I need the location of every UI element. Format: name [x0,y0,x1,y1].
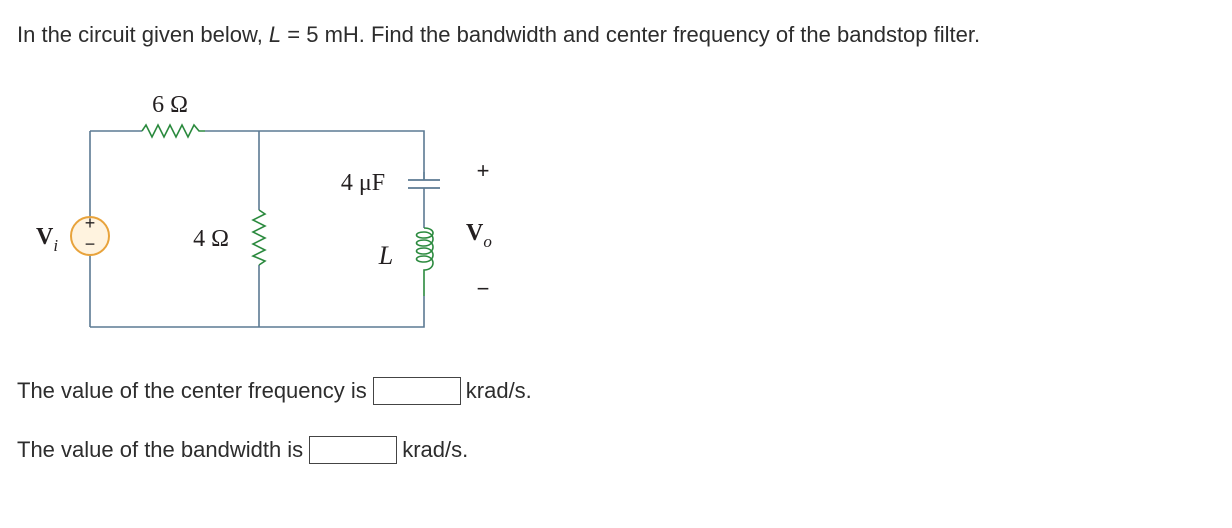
center-frequency-prompt: The value of the center frequency is [17,378,367,403]
circuit-wires [89,130,425,328]
output-plus-sign: + [477,158,490,183]
question-suffix: = 5 mH. Find the bandwidth and center fr… [281,22,981,47]
question-variable: L [268,22,282,47]
output-minus-sign: − [477,276,490,301]
voltage-source: + − [70,213,110,256]
source-label-subscript: i [53,236,58,255]
capacitor-plates [408,172,440,189]
bandwidth-unit: krad/s. [402,437,469,462]
source-plus-sign: + [85,213,96,233]
wire-bottom [90,296,425,328]
question-prefix: In the circuit given below, [17,22,269,47]
output-label-main: V [466,220,484,246]
resistor-4ohm-label: 4 Ω [193,226,229,252]
output-label: Vo [466,220,492,251]
source-minus-sign: − [85,234,96,254]
inductor-label: L [378,241,393,270]
wire-top-right [205,130,425,172]
center-frequency-row: The value of the center frequency is kra… [17,377,532,405]
output-label-subscript: o [483,232,492,251]
question-text: In the circuit given below, L = 5 mH. Fi… [17,21,980,49]
resistor-6ohm-zigzag [141,123,205,139]
capacitor-label: 4 μF [341,170,385,196]
resistor-4ohm-zigzag [251,209,267,266]
bandwidth-row: The value of the bandwidth is krad/s. [17,436,468,464]
source-label-main: V [36,224,54,250]
bandwidth-input[interactable] [309,436,398,464]
center-frequency-unit: krad/s. [465,378,532,403]
bandwidth-prompt: The value of the bandwidth is [17,437,304,462]
center-frequency-input[interactable] [372,377,461,405]
resistor-6ohm-label: 6 Ω [152,92,188,118]
source-label: Vi [36,224,58,255]
inductor-coil [415,227,434,296]
